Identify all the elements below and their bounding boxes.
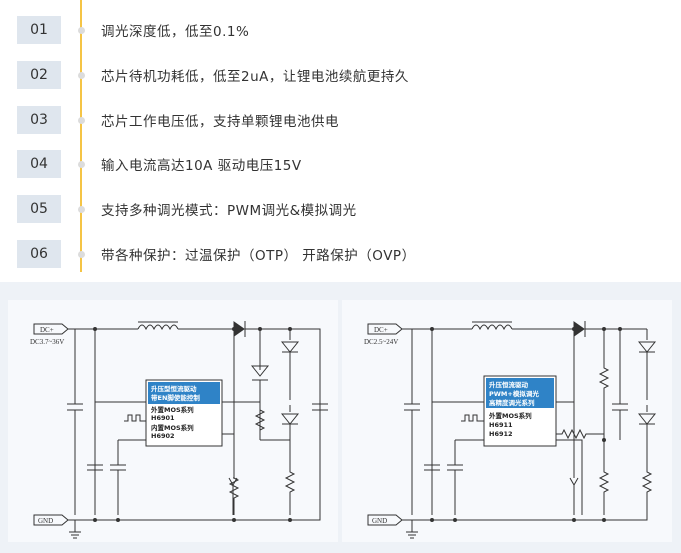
feature-text: 支持多种调光模式：PWM调光&模拟调光 (101, 203, 357, 219)
chip-model-text: H6912 (489, 430, 513, 438)
chip-title-label (148, 382, 220, 404)
inductor-symbol (137, 324, 179, 331)
led-symbol (637, 405, 657, 468)
feature-item: 04 输入电流高达10A 驱动电压15V (0, 142, 681, 187)
output-capacitor (612, 329, 628, 440)
chip-title-label (486, 378, 554, 408)
chip-series-text: 内置MOS系列 (151, 423, 194, 432)
output-capacitor (312, 403, 328, 515)
feature-item: 03 芯片工作电压低，支持单颗锂电池供电 (0, 98, 681, 143)
resistor-symbol (641, 468, 653, 515)
chip-model-text: H6902 (151, 432, 175, 440)
chip-title-line: PWM+模拟调光 (489, 389, 539, 398)
feature-item: 06 带各种保护：过温保护（OTP） 开路保护（OVP） (0, 232, 681, 277)
zener-symbol (250, 329, 270, 440)
resistor-symbol (254, 400, 266, 440)
feature-item: 01 调光深度低，低至0.1% (0, 8, 681, 53)
input-capacitor (67, 329, 83, 515)
feature-number: 04 (17, 150, 61, 178)
chip-model-text: H6901 (151, 414, 175, 422)
circuit-diagram-right: 升压恒流驱动 PWM+模拟调光 高精度调光系列 外置MOS系列 H6911 H6… (364, 321, 657, 539)
bullet-dot (78, 251, 85, 258)
dc-plus-label: DC+ (374, 326, 388, 334)
feature-number: 06 (17, 240, 61, 268)
resistor-symbol (598, 329, 610, 440)
gnd-label: GND (38, 517, 53, 525)
bullet-dot (78, 206, 85, 213)
chip-title-line: 升压型恒流驱动 (151, 384, 197, 393)
feature-text: 带各种保护：过温保护（OTP） 开路保护（OVP） (101, 248, 416, 264)
bullet-dot (78, 27, 85, 34)
feature-number: 03 (17, 106, 61, 134)
pwm-pulse (461, 414, 484, 422)
dc-plus-label: DC+ (40, 326, 54, 334)
resistor-symbol (284, 468, 296, 515)
voltage-range-label: DC2.5~24V (364, 338, 398, 346)
voltage-range-label: DC3.7~36V (30, 338, 64, 346)
chip-title-line: 升压恒流驱动 (489, 380, 529, 389)
chip-title-line: 带EN脚使能控制 (151, 393, 200, 402)
led-symbol (637, 329, 657, 400)
dc-plus-tag (367, 323, 403, 335)
feature-number: 02 (17, 61, 61, 89)
bullet-dot (78, 117, 85, 124)
feature-text: 调光深度低，低至0.1% (101, 24, 250, 40)
timeline-line (80, 0, 82, 272)
feature-item: 05 支持多种调光模式：PWM调光&模拟调光 (0, 187, 681, 232)
feature-number: 01 (17, 16, 61, 44)
chip-series-text: 外置MOS系列 (489, 411, 532, 420)
gnd-label: GND (372, 517, 387, 525)
feature-text: 芯片工作电压低，支持单颗锂电池供电 (101, 114, 339, 130)
input-capacitor (404, 329, 420, 515)
pwm-pulse (124, 414, 146, 422)
bullet-dot (78, 72, 85, 79)
feature-text: 输入电流高达10A 驱动电压15V (101, 158, 302, 174)
circuit-diagram-left: 升压型恒流驱动 带EN脚使能控制 外置MOS系列 H6901 内置MOS系列 H… (30, 321, 328, 539)
gnd-tag (367, 514, 403, 526)
chip-model-text: H6911 (489, 421, 513, 429)
schematic-right: 升压恒流驱动 PWM+模拟调光 高精度调光系列 外置MOS系列 H6911 H6… (342, 300, 672, 542)
resistor-symbol (228, 477, 240, 515)
resistor-symbol (598, 440, 610, 515)
led-symbol (260, 405, 300, 468)
inductor-symbol (471, 324, 513, 331)
chip-series-text: 外置MOS系列 (151, 405, 194, 414)
dc-plus-tag (33, 323, 69, 335)
gnd-tag (33, 514, 69, 526)
schematic-left: 升压型恒流驱动 带EN脚使能控制 外置MOS系列 H6901 内置MOS系列 H… (8, 300, 338, 542)
feature-item: 02 芯片待机功耗低，低至2uA，让锂电池续航更持久 (0, 53, 681, 98)
bullet-dot (78, 161, 85, 168)
feature-number: 05 (17, 195, 61, 223)
led-symbol (280, 329, 300, 400)
feature-text: 芯片待机功耗低，低至2uA，让锂电池续航更持久 (101, 69, 409, 85)
chip-title-line: 高精度调光系列 (489, 398, 535, 407)
